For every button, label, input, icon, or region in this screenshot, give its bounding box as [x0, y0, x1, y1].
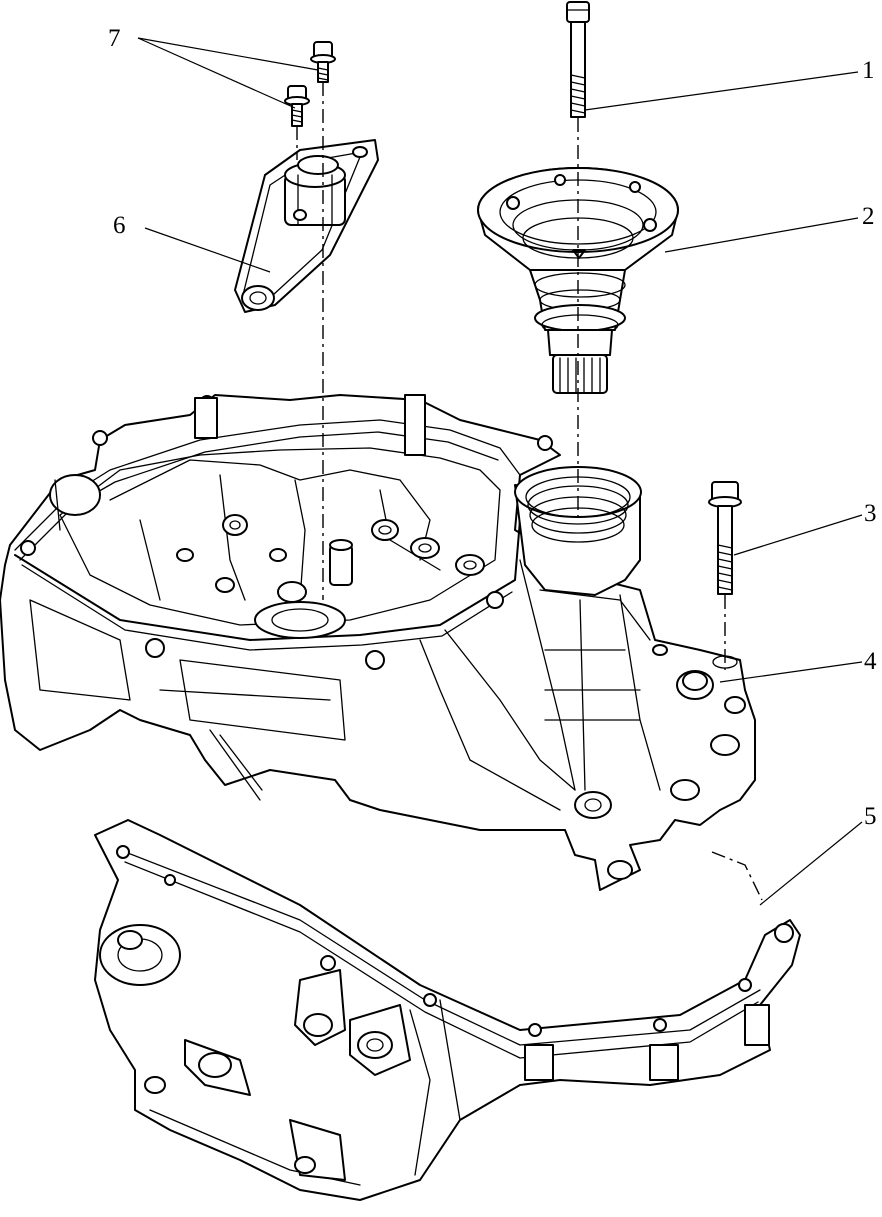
clutch-housing-lower	[94, 819, 801, 1201]
callout-4: 4	[864, 648, 877, 675]
gearbox-housing-main	[0, 394, 756, 891]
part-1-bolt	[566, 1, 590, 118]
callout-5: 5	[864, 803, 877, 830]
callout-6: 6	[113, 212, 126, 239]
leader-lines	[137, 37, 863, 906]
callout-3: 3	[864, 500, 877, 527]
callout-labels: 7 1 2 6 3 4 5	[108, 25, 877, 830]
callout-2: 2	[862, 203, 875, 230]
callout-7: 7	[108, 25, 121, 52]
part-3-bolt	[708, 481, 742, 595]
part-6-lever-bracket	[234, 139, 379, 313]
callout-1: 1	[862, 57, 875, 84]
part-7-bolts	[284, 41, 336, 127]
assembly-centerlines	[296, 82, 763, 901]
